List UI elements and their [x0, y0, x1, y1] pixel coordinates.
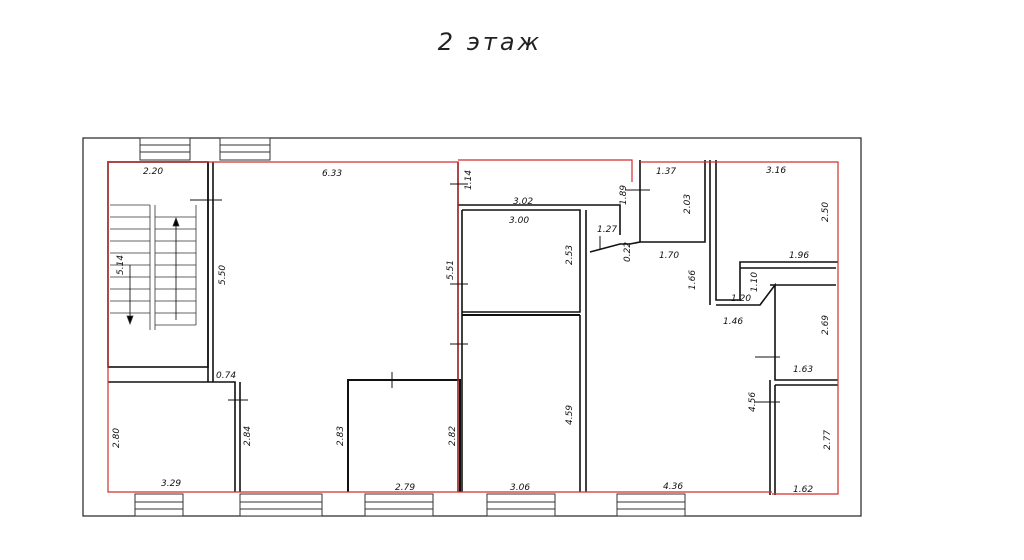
dim-door-width: 1.27 — [597, 225, 617, 235]
dim-hall-width: 6.33 — [322, 169, 342, 179]
dim-room-a-width: 1.37 — [656, 167, 676, 177]
dim-room-mid-width: 3.00 — [509, 216, 529, 226]
dim-room-tr-height: 2.50 — [821, 202, 831, 222]
dim-room-tr-width: 3.16 — [766, 166, 786, 176]
dim-corner-width: 1.96 — [789, 251, 809, 261]
dim-door-gap: 0.22 — [623, 242, 633, 262]
dim-corridor-small: 1.14 — [464, 170, 474, 190]
dim-room-r2-height: 4.56 — [748, 392, 758, 412]
dim-room-bm-side: 2.82 — [448, 426, 458, 446]
dim-room-b-height: 1.66 — [688, 270, 698, 290]
dim-room-r3-height: 2.77 — [823, 430, 833, 450]
building-frame — [82, 137, 862, 517]
dim-room-r1-height: 2.69 — [821, 315, 831, 335]
dim-room-bl-width: 3.29 — [161, 479, 181, 489]
door-markers — [190, 183, 780, 403]
dim-corner-height: 1.10 — [750, 272, 760, 292]
dim-stair-width: 2.20 — [143, 167, 163, 177]
dim-room-mid-height: 2.53 — [565, 245, 575, 265]
dim-room-r1-width: 1.63 — [793, 365, 813, 375]
dim-room-mid-side: 5.51 — [446, 260, 456, 280]
dim-corr-small-height: 1.89 — [619, 185, 629, 205]
dim-corr-width: 3.02 — [513, 197, 533, 207]
dim-room-bm-width: 2.79 — [395, 483, 415, 493]
dim-step-height: 1.46 — [723, 317, 743, 327]
dim-room-c-height: 4.59 — [565, 405, 575, 425]
dim-room-bl-side: 2.84 — [243, 426, 253, 446]
dim-room-a-height: 2.03 — [683, 194, 693, 214]
top-windows — [139, 137, 271, 161]
dim-room-c-width: 3.06 — [510, 483, 530, 493]
dim-stair-length: 5.14 — [116, 255, 126, 275]
dim-room-bl-height: 2.80 — [112, 428, 122, 448]
dim-room-r3-width: 1.62 — [793, 485, 813, 495]
floor-title: 2 этаж — [437, 28, 543, 56]
dim-wall-gap: 0.74 — [216, 371, 236, 381]
dimension-labels: 2.20 5.14 6.33 5.50 1.14 3.02 1.89 1.37 … — [112, 166, 833, 495]
dim-hall-height: 5.50 — [218, 265, 228, 285]
interior-walls — [107, 160, 838, 495]
staircase — [110, 204, 197, 330]
dim-room-bm-height: 2.83 — [336, 426, 346, 446]
dim-room-big-width: 4.36 — [663, 482, 683, 492]
dim-step-width: 1.20 — [731, 294, 751, 304]
bottom-windows — [134, 493, 686, 517]
red-outline — [107, 159, 839, 495]
dim-room-b-width: 1.70 — [659, 251, 679, 261]
